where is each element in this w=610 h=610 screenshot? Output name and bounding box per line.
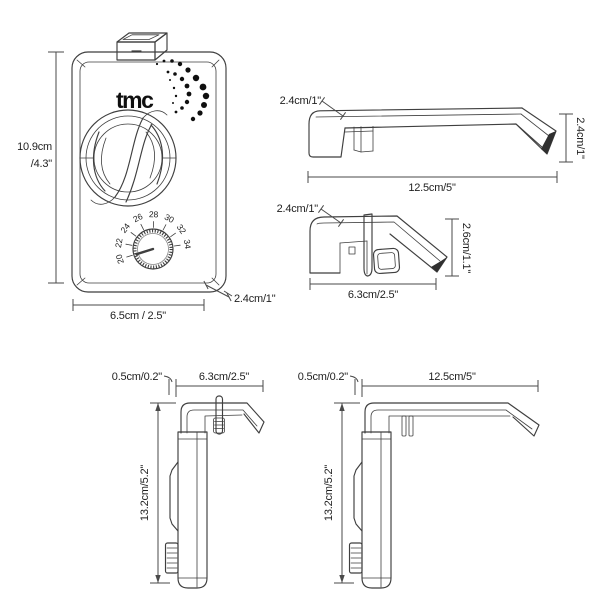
bracket-long-drop-label: 2.4cm/1": [574, 117, 586, 159]
dial-tick: [125, 243, 133, 246]
device-depth-dimension: 2.4cm/1": [203, 280, 276, 305]
dial-number: 20: [114, 253, 126, 265]
side-view-short-arm: 0.5cm/0.2" 6.3cm/2.5" 13.2cm/5.2": [112, 371, 265, 589]
bracket-long-tab: [344, 126, 374, 153]
bracket-long-view: 2.4cm/1" 12.5cm/5" 2.4cm/1": [280, 95, 586, 194]
dial-number: 22: [113, 237, 125, 248]
bracket-long-hook-label: 2.4cm/1": [280, 95, 322, 107]
device-front-view: tmc: [17, 32, 276, 322]
bracket-short-length-label: 6.3cm/2.5": [348, 289, 399, 301]
side-short-thickness-label: 0.5cm/0.2": [112, 371, 163, 383]
device-height-label: 10.9cm: [17, 141, 52, 153]
side-short-height-dimension: 13.2cm/5.2": [139, 402, 176, 584]
device-height-inches-label: /4.3": [31, 158, 53, 170]
device-body-outline: [71, 51, 227, 293]
bracket-short-length-dimension: 6.3cm/2.5": [309, 278, 437, 301]
clip-emblem-icon: [79, 109, 177, 207]
dial-number: 32: [175, 222, 189, 236]
dial-number: 28: [149, 209, 159, 219]
dial-number: 26: [131, 211, 144, 224]
side-short-thickness-dimension: 0.5cm/0.2": [112, 371, 177, 397]
knob-pointer: [135, 247, 155, 256]
side-long-height-label: 13.2cm/5.2": [323, 465, 335, 521]
side-long-thickness-dimension: 0.5cm/0.2": [298, 371, 363, 397]
bracket-long-length-label: 12.5cm/5": [408, 182, 456, 194]
side-view-long-arm: 0.5cm/0.2" 12.5cm/5" 13.2cm/5.2": [298, 371, 540, 589]
side-bulge: [353, 461, 363, 532]
clamp-strap: [215, 395, 224, 435]
power-connector: [116, 32, 168, 61]
bracket-long-length-dimension: 12.5cm/5": [307, 171, 558, 194]
device-front-face: [79, 61, 217, 284]
dial-number: 30: [163, 212, 176, 225]
side-short-reach-label: 6.3cm/2.5": [199, 371, 250, 383]
side-short-height-label: 13.2cm/5.2": [139, 465, 151, 521]
bracket-short-plate: [339, 240, 368, 275]
dial-number: 24: [118, 221, 132, 235]
knob-side-view: [164, 542, 179, 574]
bracket-long-drop-dimension: 2.4cm/1": [559, 113, 586, 163]
bracket-short-view: 2.4cm/1" 6.3cm/2.5" 2.6cm/1.1": [277, 203, 472, 301]
bracket-long-hook-dimension: 2.4cm/1": [280, 95, 347, 120]
bracket-short-drop-dimension: 2.6cm/1.1": [445, 218, 472, 277]
device-width-label: 6.5cm / 2.5": [110, 310, 166, 322]
bracket-short-drop-label: 2.6cm/1.1": [460, 223, 472, 274]
mount-pins: [401, 415, 414, 437]
temperature-knob: [132, 228, 174, 270]
bracket-short-tube-opening: [372, 247, 401, 275]
device-corner-bevels: [76, 59, 220, 286]
bracket-short-hook-label: 2.4cm/1": [277, 203, 319, 215]
side-bulge: [169, 461, 179, 532]
tmc-logo-dots-icon: [155, 59, 210, 122]
dial-tick: [130, 232, 137, 237]
dial-tick: [140, 223, 145, 231]
dial-tick: [162, 224, 167, 231]
dial-tick: [173, 244, 181, 247]
tmc-logo-text: tmc: [116, 87, 154, 113]
device-height-dimension: 10.9cm /4.3": [17, 51, 64, 284]
device-width-dimension: 6.5cm / 2.5": [72, 299, 205, 322]
side-short-reach-dimension: 6.3cm/2.5": [176, 371, 264, 392]
clamp-screw: [213, 417, 225, 434]
bracket-short-strap: [363, 213, 373, 277]
device-depth-label: 2.4cm/1": [234, 293, 276, 305]
dial-number: 34: [182, 239, 193, 250]
controller-body-side: [177, 431, 208, 589]
knob-side-view: [348, 542, 363, 574]
side-long-height-dimension: 13.2cm/5.2": [323, 402, 360, 584]
controller-body-side: [361, 431, 392, 589]
side-long-reach-label: 12.5cm/5": [428, 371, 476, 383]
side-long-thickness-label: 0.5cm/0.2": [298, 371, 349, 383]
dial-tick: [126, 254, 133, 258]
bracket-short-hook-dimension: 2.4cm/1": [277, 203, 345, 227]
dial-tick: [170, 232, 176, 238]
side-long-reach-dimension: 12.5cm/5": [362, 371, 539, 392]
